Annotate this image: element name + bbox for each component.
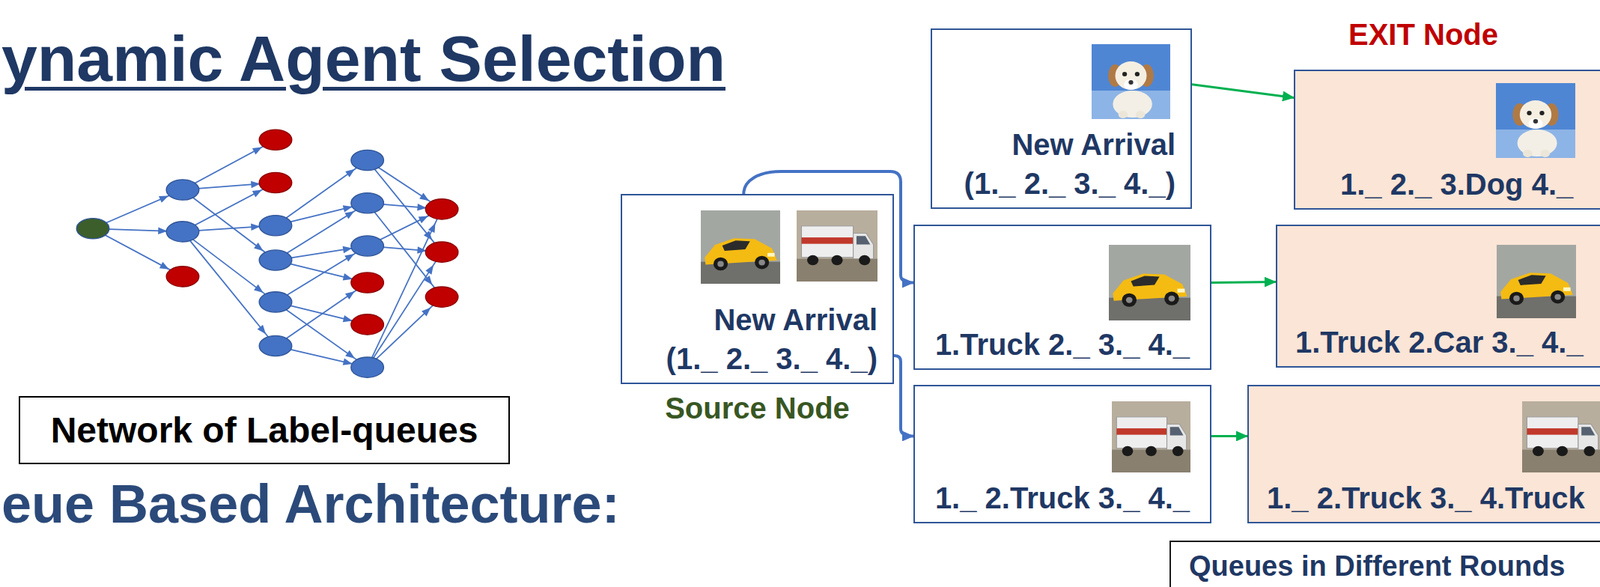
net-queue-dot (351, 149, 385, 170)
section-heading: eue Based Architecture: (1, 468, 620, 540)
caption-box: Queues in Different Rounds (1169, 540, 1600, 587)
heading-wrap: Source Node (622, 388, 893, 428)
net-queue-dot (351, 193, 385, 214)
exit-queue-box: 1._ 2.Truck 3._ 4.Truck (1247, 384, 1600, 524)
queue-label: 1._ 2.Truck 3._ 4.Truck (1266, 478, 1586, 518)
queue-label: Network of Label-queues (50, 407, 479, 454)
section-heading-wrap: eue Based Architecture: (1, 468, 620, 540)
queue-label: 1.Truck 2._ 3._ 4._ (935, 324, 1190, 364)
text-stack: Network of Label-queues (20, 397, 509, 463)
net-queue-dot (259, 250, 292, 271)
text-stack: Queues in Different Rounds (1188, 542, 1565, 587)
car-image (1496, 244, 1577, 319)
net-queue-dot (166, 221, 200, 242)
net-exit-dot (351, 314, 385, 335)
truck-image (796, 210, 878, 282)
round-queue-box: 1.Truck 2._ 3._ 4._ (913, 224, 1212, 370)
node-heading: Source Node (664, 388, 850, 428)
text-stack: New Arrival(1._ 2._ 3._ 4._) (666, 300, 878, 379)
dog-image (1091, 44, 1171, 120)
slide-title-wrap: ynamic Agent Selection (1, 20, 726, 96)
net-exit-dot (425, 241, 459, 263)
flow-arrow (1211, 281, 1276, 283)
net-edge (275, 160, 368, 226)
queue-label: Queues in Different Rounds (1188, 548, 1565, 585)
flow-arrow (1191, 84, 1294, 99)
queue-label: 1.Truck 2.Car 3._ 4._ (1295, 322, 1584, 362)
dog-image (1495, 83, 1576, 158)
net-exit-dot (259, 129, 292, 150)
net-edge (182, 231, 276, 346)
text-stack: 1.Truck 2._ 3._ 4._ (914, 324, 1210, 364)
net-queue-dot (259, 215, 292, 236)
net-exit-dot (425, 286, 459, 307)
text-stack: 1._ 2.Truck 3._ 4.Truck (1266, 478, 1586, 518)
text-stack: 1._ 2._ 3.Dog 4._ (1340, 164, 1574, 204)
net-queue-dot (351, 235, 385, 257)
queue-label: New Arrival (713, 300, 878, 340)
queue-label: 1._ 2.Truck 3._ 4._ (935, 478, 1190, 518)
round-queue-box: 1._ 2.Truck 3._ 4._ (913, 384, 1212, 524)
net-queue-dot (259, 335, 292, 356)
net-edge (367, 252, 442, 368)
net-edge (275, 283, 368, 346)
text-stack: New Arrival(1._ 2._ 3._ 4._) (964, 125, 1176, 203)
net-queue-dot (259, 291, 292, 313)
flow-arrow (1211, 435, 1248, 438)
net-exit-dot (425, 199, 459, 220)
exit-queue-box: 1.Truck 2.Car 3._ 4._ (1275, 224, 1600, 368)
slide-title: ynamic Agent Selection (1, 20, 726, 96)
caption-box: Network of Label-queues (18, 396, 510, 465)
truck-image (1522, 401, 1600, 473)
truck-image (1111, 401, 1191, 473)
net-exit-dot (166, 266, 200, 287)
exit-queue-box: 1._ 2._ 3.Dog 4._ (1293, 69, 1600, 210)
net-queue-dot (166, 179, 200, 200)
text-stack: 1._ 2.Truck 3._ 4._ (914, 478, 1210, 518)
queue-label: (1._ 2._ 3._ 4._) (964, 163, 1176, 203)
flow-arrow (893, 355, 914, 437)
queue-label: New Arrival (1011, 125, 1176, 164)
exit-node-label: EXIT Node (1348, 14, 1499, 54)
arrival-queue-box: New Arrival(1._ 2._ 3._ 4._) (930, 28, 1192, 209)
queue-label: 1._ 2._ 3.Dog 4._ (1340, 164, 1574, 204)
net-edge (275, 301, 368, 367)
text-stack: 1.Truck 2.Car 3._ 4._ (1295, 322, 1584, 362)
net-exit-dot (259, 172, 292, 193)
net-queue-dot (351, 357, 385, 378)
source-queue-box: Source NodeNew Arrival(1._ 2._ 3._ 4._) (620, 193, 894, 385)
net-exit-dot (351, 272, 385, 293)
queue-label: (1._ 2._ 3._ 4._) (666, 339, 878, 379)
car-image (1108, 244, 1191, 321)
net-edge (182, 231, 276, 302)
net-source-dot (76, 218, 110, 239)
car-image (700, 210, 781, 284)
exit-node-label-wrap: EXIT Node (1348, 14, 1499, 54)
